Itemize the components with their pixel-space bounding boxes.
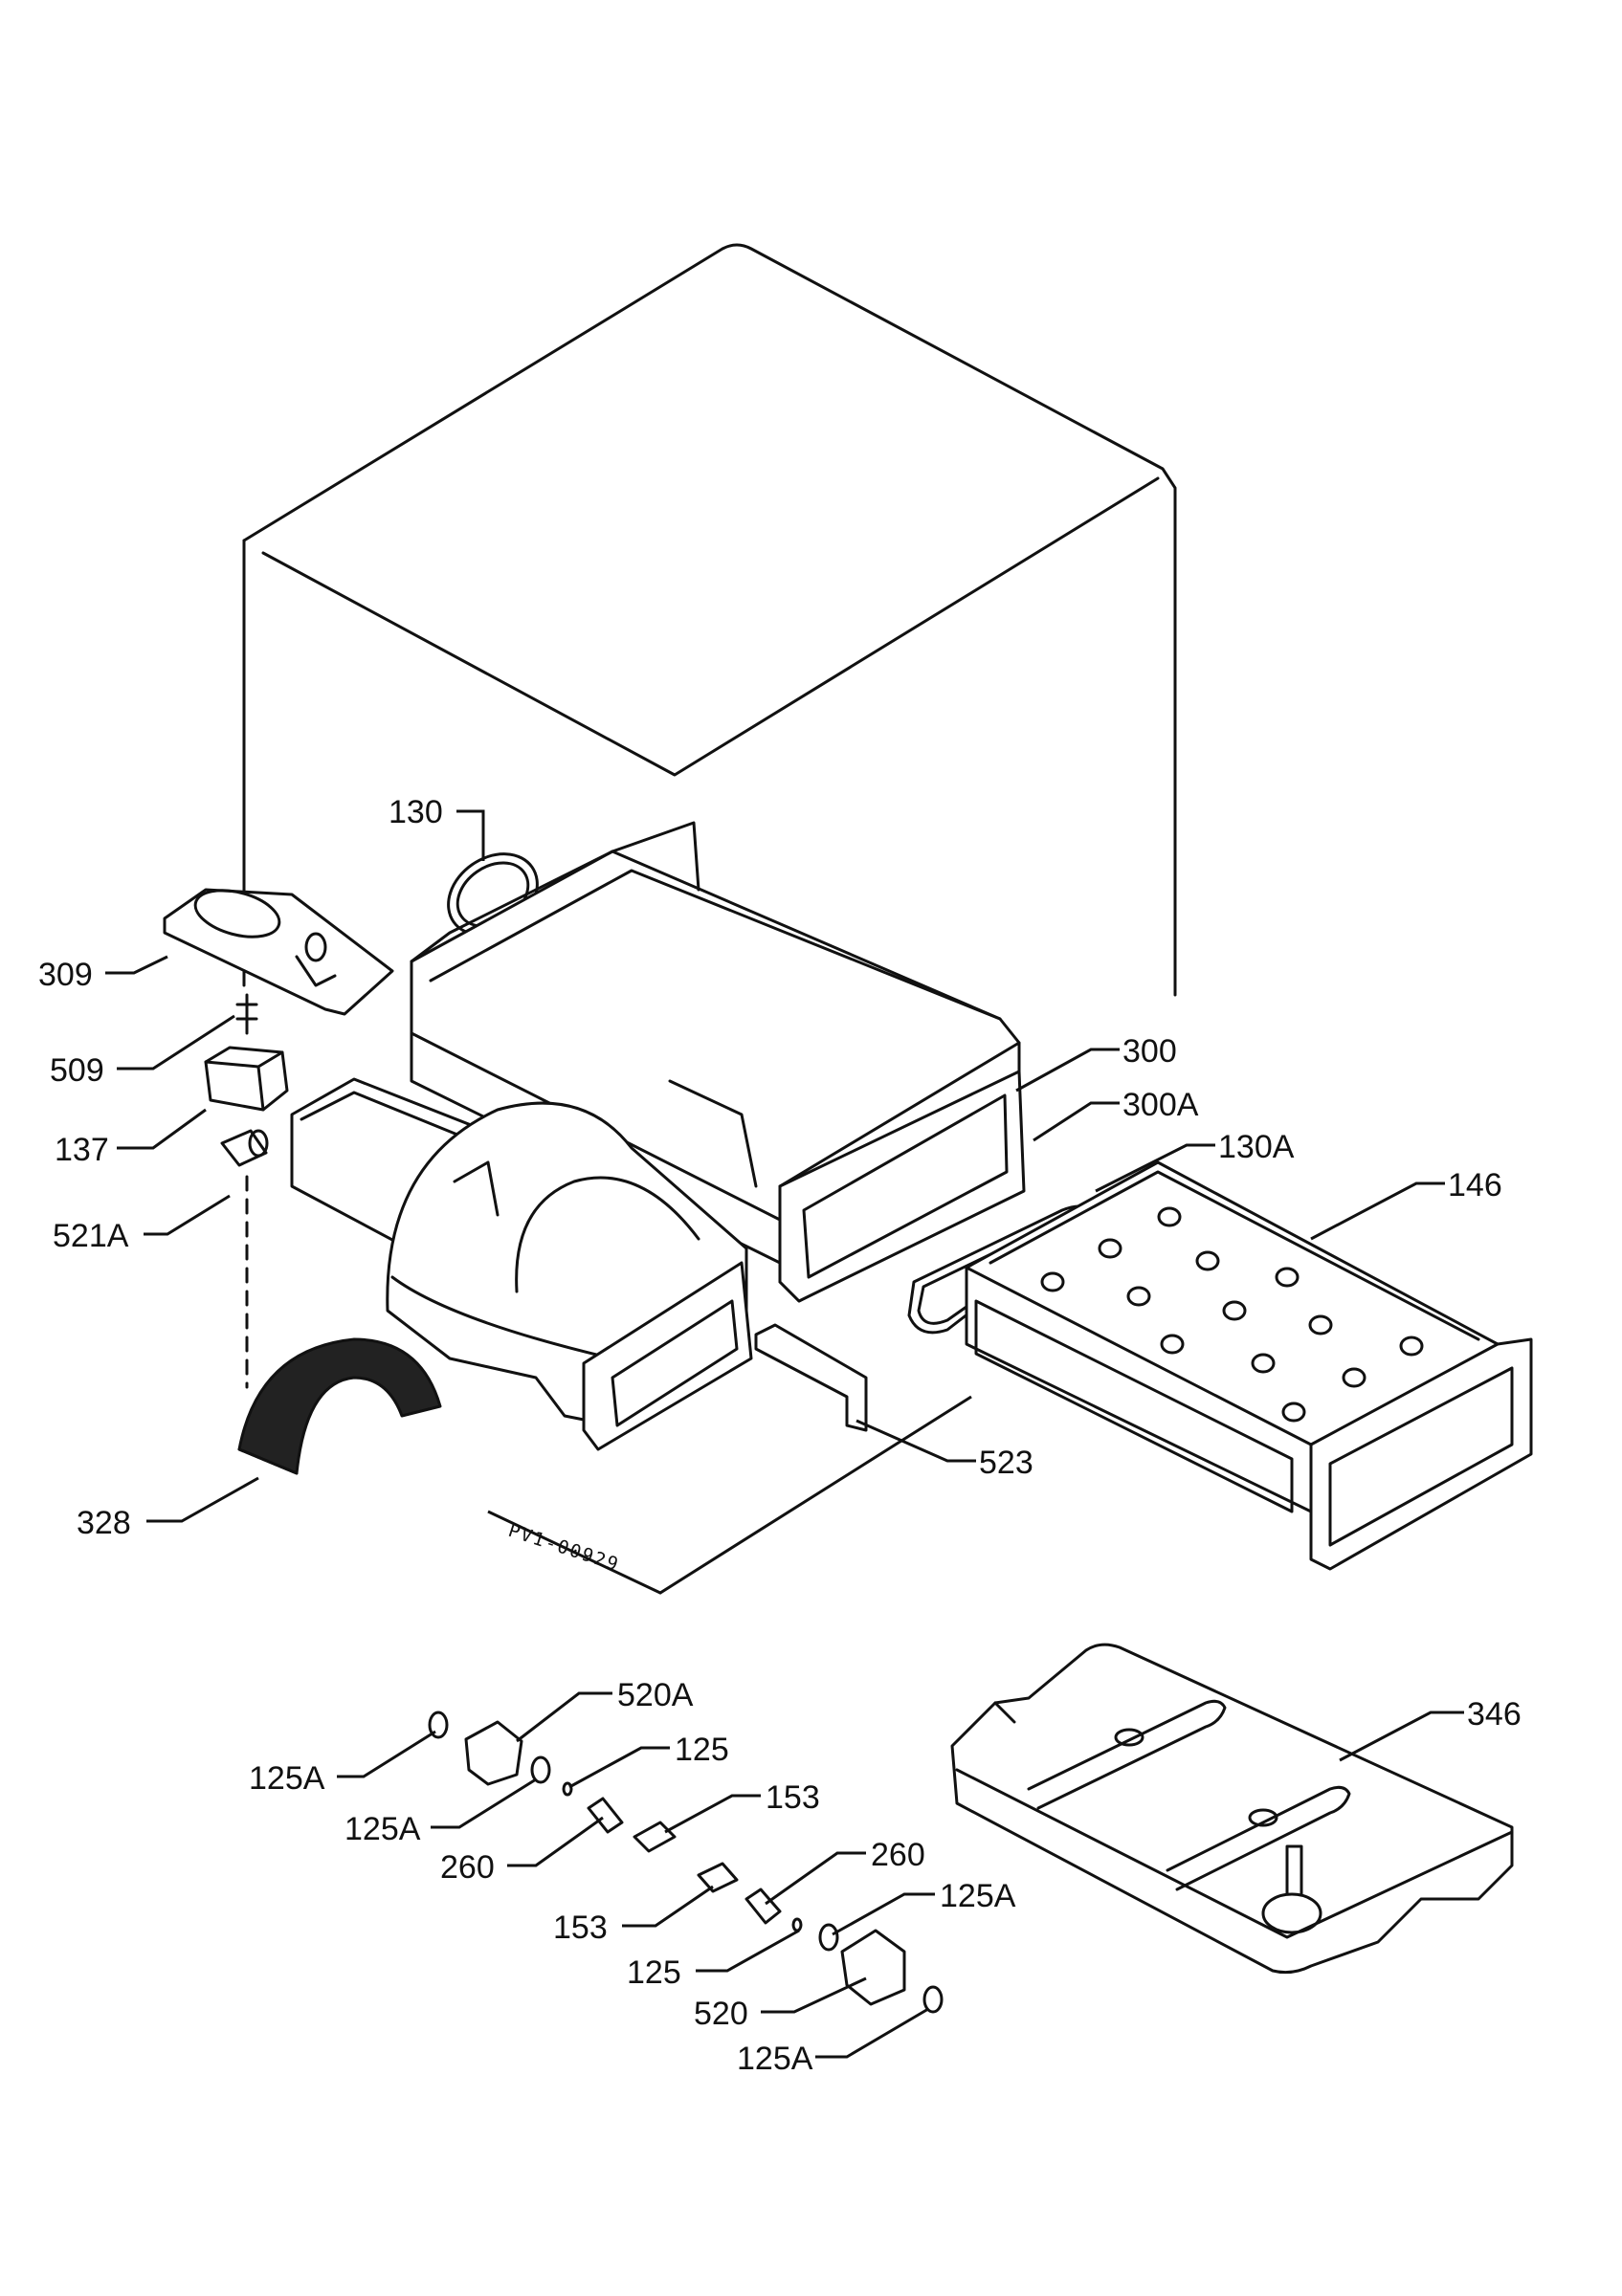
- label-520: 520: [694, 1996, 748, 2032]
- label-309: 309: [38, 957, 93, 993]
- cylinder-521A: [220, 1129, 269, 1167]
- label-509: 509: [50, 1052, 104, 1089]
- pin-153-2: [697, 1862, 739, 1893]
- condenser-146: [965, 1160, 1533, 1571]
- panel-309: [163, 888, 394, 1016]
- spring-260-1: [587, 1797, 624, 1834]
- label-521A: 521A: [53, 1218, 129, 1254]
- pin-153-1: [633, 1821, 677, 1853]
- label-300: 300: [1122, 1033, 1177, 1070]
- label-125A-3: 125A: [940, 1878, 1016, 1914]
- part-labels: 130 309 509 137 521A 328 300 300A 130A 1…: [38, 794, 1522, 2077]
- label-260-2: 260: [871, 1837, 925, 1873]
- label-153-2: 153: [553, 1910, 608, 1946]
- label-125A-1: 125A: [249, 1760, 325, 1797]
- label-125-1: 125: [675, 1732, 729, 1768]
- label-300A: 300A: [1122, 1087, 1199, 1123]
- oring-125-1: [562, 1781, 573, 1797]
- label-125A-4: 125A: [737, 2041, 813, 2077]
- screw-509: [235, 993, 258, 1035]
- oring-125-2: [791, 1917, 803, 1932]
- oring-125A-3: [818, 1923, 839, 1952]
- label-146: 146: [1448, 1167, 1502, 1203]
- condenser-holes: [1040, 1206, 1424, 1423]
- spring-260-2: [744, 1888, 782, 1925]
- label-125-2: 125: [627, 1954, 681, 1991]
- air-duct-300: [410, 821, 1026, 1303]
- block-137: [204, 1046, 289, 1112]
- diagram-code: PV1-00929: [505, 1520, 622, 1576]
- label-520A: 520A: [617, 1677, 694, 1713]
- oring-125A-4: [922, 1985, 944, 2014]
- label-153-1: 153: [766, 1779, 820, 1816]
- label-130: 130: [389, 794, 443, 830]
- valve-parts: [428, 1711, 944, 2014]
- water-container-346: [950, 1643, 1514, 1975]
- leader-lines: [105, 809, 1464, 2059]
- oring-125A-1: [428, 1711, 449, 1739]
- filter-328: [237, 1337, 442, 1475]
- valve-520: [840, 1929, 906, 2006]
- label-137: 137: [55, 1132, 109, 1168]
- fan-housing: [386, 1101, 753, 1451]
- label-260-1: 260: [440, 1849, 495, 1886]
- oring-125A-2: [530, 1755, 551, 1784]
- label-125A-2: 125A: [344, 1811, 421, 1847]
- label-130A: 130A: [1218, 1129, 1295, 1165]
- label-523: 523: [979, 1445, 1033, 1481]
- label-346: 346: [1467, 1696, 1522, 1733]
- valve-520A: [464, 1720, 523, 1786]
- strip-523: [754, 1323, 868, 1432]
- label-328: 328: [77, 1505, 131, 1541]
